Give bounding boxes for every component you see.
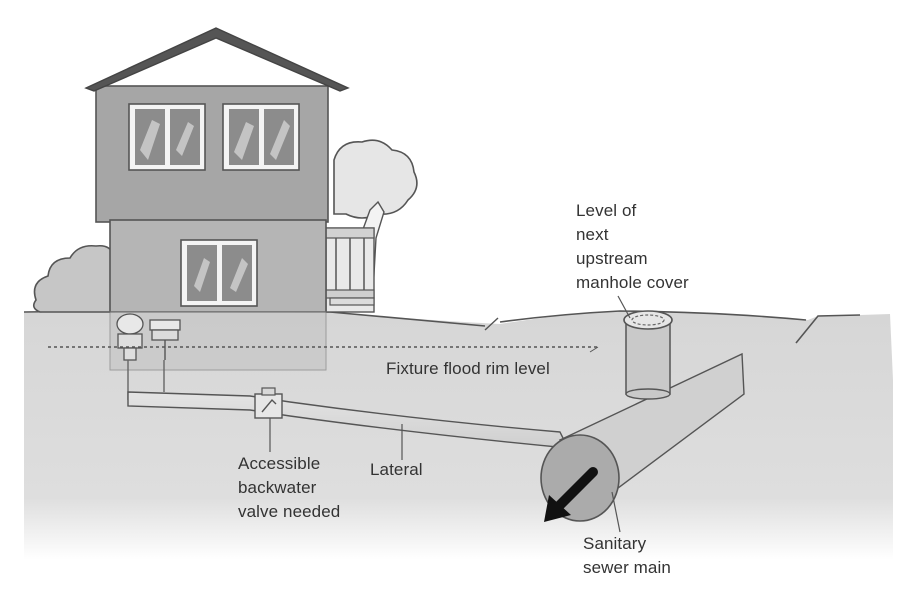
backwater-valve-icon: [254, 387, 283, 419]
porch: [325, 227, 375, 313]
sewer-main-label: Sanitary sewer main: [583, 534, 671, 577]
flood-rim-label: Fixture flood rim level: [386, 359, 550, 378]
manhole: [623, 310, 673, 400]
ground-crack: [484, 317, 499, 331]
window-upper-left: [128, 103, 206, 171]
sewer-main: [540, 352, 745, 522]
sewer-main-leader: [611, 491, 621, 533]
manhole-leader: [617, 295, 631, 319]
window-lower: [180, 239, 258, 307]
toilet-fixture: [116, 313, 144, 361]
sink-fixture: [149, 319, 181, 360]
backwater-valve-label: Accessible backwater valve needed: [238, 454, 341, 521]
lateral-label: Lateral: [370, 460, 423, 479]
bush: [32, 244, 115, 313]
roof: [84, 27, 350, 92]
manhole-cover: [623, 310, 673, 330]
arrow-down-left-icon: [544, 467, 598, 522]
manhole-cover-label: Level of next upstream manhole cover: [576, 201, 689, 292]
window-upper-right: [222, 103, 300, 171]
flood-rim-leader: [589, 346, 599, 353]
